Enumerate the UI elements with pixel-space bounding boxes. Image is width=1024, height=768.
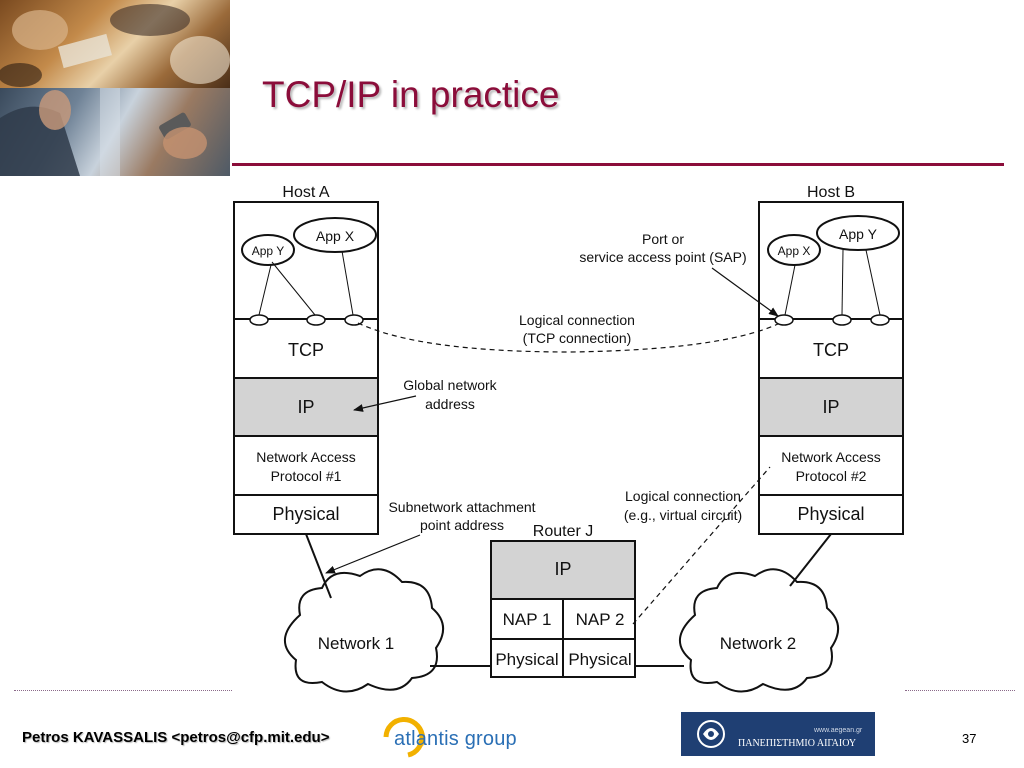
- host-b-port-3: [870, 314, 890, 326]
- router-label: Router J: [533, 523, 593, 540]
- subnet-address-arrow: [325, 534, 421, 574]
- host-a-app-y-bubble: [241, 234, 295, 266]
- host-b-label: Host B: [807, 184, 855, 201]
- host-b-app-x-port-line: [784, 264, 796, 316]
- router-physical2-label: Physical: [568, 650, 631, 669]
- atlantis-logo-text: atlantis group: [394, 728, 517, 750]
- aegean-logo-name: ΠΑΝΕΠΙΣΤΗΜΙΟ ΑΙΓΑΙΟΥ: [738, 738, 857, 749]
- aegean-university-logo: [681, 712, 875, 756]
- host-a-port-2: [306, 314, 326, 326]
- host-a-ip-label: IP: [297, 397, 314, 417]
- logical-tcp-label-line2: (TCP connection): [523, 330, 632, 346]
- host-b-app-x-bubble: [767, 234, 821, 266]
- logical-tcp-label-line1: Logical connection: [519, 312, 635, 328]
- global-address-label-line2: address: [425, 396, 475, 412]
- subnet-label-line1: Subnetwork attachment: [388, 499, 535, 515]
- sap-label-line2: service access point (SAP): [579, 249, 746, 265]
- host-b-port-2: [832, 314, 852, 326]
- author-credit: Petros KAVASSALIS <petros@cfp.mit.edu>: [22, 729, 330, 746]
- host-a-tcp-label: TCP: [288, 340, 324, 360]
- host-b-network-2-link: [789, 533, 832, 587]
- host-a-nap-line2: Protocol #1: [271, 468, 342, 484]
- host-b-physical-label: Physical: [797, 504, 864, 524]
- aegean-emblem-icon: [697, 720, 725, 748]
- host-a-network-1-link: [305, 533, 332, 599]
- global-address-label-line1: Global network: [403, 377, 497, 393]
- host-a-app-y-port-line-2: [271, 261, 316, 316]
- page-number: 37: [962, 731, 977, 746]
- host-a-nap-line1: Network Access: [256, 449, 356, 465]
- host-b-nap-line2: Protocol #2: [796, 468, 867, 484]
- header-photo-businessman: [0, 88, 230, 176]
- host-a-app-y-port-line: [258, 264, 272, 316]
- router-nap1-label: NAP 1: [503, 610, 552, 629]
- network-1-label: Network 1: [318, 634, 395, 653]
- slide-title: TCP/IP in practice: [262, 74, 560, 115]
- network-1-cloud: [284, 568, 444, 693]
- businessman-photo-shapes: [0, 88, 207, 176]
- network-2-cloud: [679, 568, 839, 693]
- host-a-app-x-bubble: [293, 217, 377, 253]
- host-a-physical-label: Physical: [272, 504, 339, 524]
- aegean-logo-url: www.aegean.gr: [814, 727, 863, 734]
- network-2-label: Network 2: [720, 634, 797, 653]
- atlantis-logo-mark: [383, 716, 425, 758]
- host-a-app-y-label: App Y: [252, 244, 284, 258]
- router-nap2-label: NAP 2: [576, 610, 625, 629]
- host-b-app-y-label: App Y: [839, 226, 878, 242]
- router-physical1-label: Physical: [495, 650, 558, 669]
- logical-tcp-connection-arc: [357, 322, 779, 353]
- logical-virtual-circuit-line: [632, 466, 771, 625]
- router-ip-label: IP: [554, 559, 571, 579]
- meeting-photo-shapes: [0, 4, 230, 87]
- global-address-arrow: [353, 395, 417, 412]
- host-b-app-y-port-line: [841, 249, 844, 316]
- host-a-port-1: [249, 314, 269, 326]
- host-a-port-3: [344, 314, 364, 326]
- host-b-app-x-label: App X: [778, 244, 811, 258]
- logical-vc-label-line1: Logical connection: [625, 488, 741, 504]
- subnet-label-line2: point address: [420, 517, 504, 533]
- footer-rule-left: [14, 690, 232, 691]
- host-b-app-y-port-line-2: [865, 249, 881, 316]
- title-divider: [232, 163, 1004, 166]
- host-b-port-1: [774, 314, 794, 326]
- host-a-app-x-port-line: [341, 250, 354, 316]
- host-b-ip-label: IP: [822, 397, 839, 417]
- logical-vc-label-line2: (e.g., virtual circuit): [624, 507, 742, 523]
- header-photo-meeting: [0, 0, 230, 88]
- host-a-app-x-label: App X: [316, 228, 355, 244]
- host-b-ip-layer: [758, 377, 904, 437]
- sap-arrow: [711, 267, 779, 317]
- router-ip-layer: [490, 540, 636, 600]
- footer-rule-right: [905, 690, 1015, 691]
- sap-label-line1: Port or: [642, 231, 684, 247]
- host-a-label: Host A: [282, 184, 329, 201]
- host-b-app-y-bubble: [816, 215, 900, 251]
- host-b-nap-line1: Network Access: [781, 449, 881, 465]
- host-b-tcp-label: TCP: [813, 340, 849, 360]
